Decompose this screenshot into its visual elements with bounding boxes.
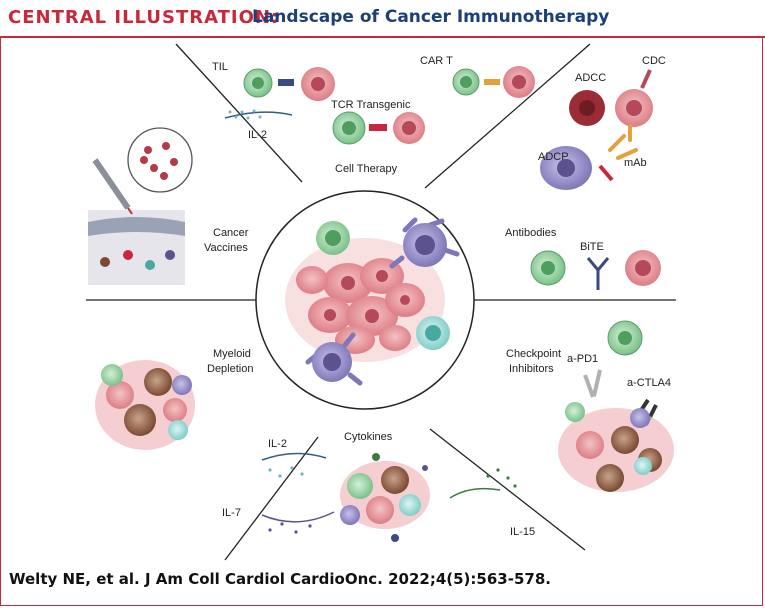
central-immune-cells <box>305 217 460 386</box>
label-cancer-vaccines-line2: Vaccines <box>204 242 248 254</box>
central-tumor-mass <box>285 238 445 362</box>
tcr-transgenic-illustration <box>332 111 425 145</box>
citation: Welty NE, et al. J Am Coll Cardiol Cardi… <box>9 570 551 588</box>
label-tcr-transgenic: TCR Transgenic <box>331 99 411 111</box>
label-checkpoint-line2: Inhibitors <box>509 363 554 375</box>
label-a-ctla4: a-CTLA4 <box>627 377 671 389</box>
label-cancer-vaccines-line1: Cancer <box>213 227 249 239</box>
car-t-illustration <box>452 66 535 98</box>
myeloid-depletion-illustration <box>95 360 195 450</box>
label-cell-therapy: Cell Therapy <box>335 163 398 175</box>
cytokines-illustration <box>261 452 517 542</box>
label-bite: BiTE <box>580 241 604 253</box>
antibody-mechanisms-illustration <box>540 69 653 190</box>
section-dividers <box>86 43 676 561</box>
til-illustration <box>224 67 335 120</box>
label-myeloid-line1: Myeloid <box>213 348 251 360</box>
label-il2-top: IL-2 <box>248 129 267 141</box>
label-cytokines: Cytokines <box>344 431 393 443</box>
label-adcp: ADCP <box>538 151 569 163</box>
label-til: TIL <box>212 61 228 73</box>
figure-title: Landscape of Cancer Immunotherapy <box>252 7 610 27</box>
label-il15: IL-15 <box>510 526 535 538</box>
label-cdc: CDC <box>642 55 666 67</box>
label-il2-bottom: IL-2 <box>268 438 287 450</box>
label-mab: mAb <box>624 157 647 169</box>
label-adcc: ADCC <box>575 72 606 84</box>
central-illustration-label: CENTRAL ILLUSTRATION: <box>8 7 280 28</box>
header-bar: CENTRAL ILLUSTRATION: Landscape of Cance… <box>0 0 765 38</box>
label-il7: IL-7 <box>222 507 241 519</box>
immunotherapy-diagram: TIL IL-2 CAR T TCR Transgenic Cell Thera… <box>86 43 676 561</box>
label-myeloid-line2: Depletion <box>207 363 253 375</box>
label-car-t: CAR T <box>420 55 453 67</box>
checkpoint-inhibitors-illustration <box>558 320 674 492</box>
label-antibodies: Antibodies <box>505 227 557 239</box>
label-checkpoint-line1: Checkpoint <box>506 348 561 360</box>
cancer-vaccine-illustration <box>88 127 193 285</box>
bite-illustration <box>530 250 661 290</box>
label-a-pd1: a-PD1 <box>567 353 598 365</box>
